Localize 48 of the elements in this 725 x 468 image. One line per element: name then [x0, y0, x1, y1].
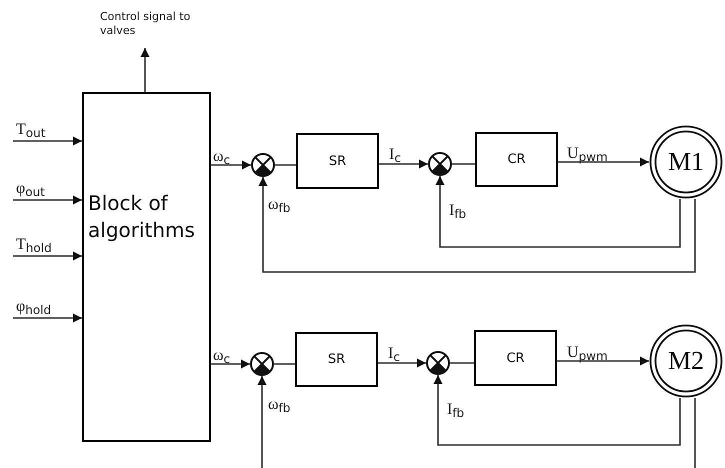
signal-label: I$_{fb}$ [447, 401, 464, 422]
signal-arrow [379, 160, 428, 168]
controller-box: CR [475, 132, 558, 187]
signal-arrow [434, 375, 681, 446]
signal-arrow [258, 177, 696, 273]
signal-arrow [436, 176, 681, 248]
signal-line [694, 398, 696, 468]
signal-label: ω$_{c}$ [213, 148, 230, 169]
signal-label: T$_{hold}$ [16, 236, 52, 257]
signal-label: ω$_{fb}$ [268, 396, 290, 417]
motor-label: M2 [668, 346, 704, 376]
signal-label: U$_{pwm}$ [567, 344, 608, 365]
algorithm-block: Block of algorithms [82, 92, 211, 442]
summing-junction [428, 152, 452, 176]
signal-arrow [13, 314, 82, 322]
signal-arrow [13, 136, 82, 146]
signal-arrow [140, 48, 150, 92]
signal-line [275, 164, 296, 166]
signal-line [452, 163, 475, 165]
signal-arrow [13, 196, 82, 204]
signal-arrow [211, 360, 250, 368]
signal-label: T$_{out}$ [16, 121, 46, 142]
motor-symbol [649, 324, 723, 398]
signal-label: ω$_{fb}$ [268, 196, 290, 217]
signal-label: ω$_{c}$ [213, 347, 230, 368]
motor-symbol [649, 125, 723, 199]
controller-box: SR [295, 332, 378, 387]
controller-box: SR [296, 133, 379, 189]
signal-label: I$_{c}$ [389, 146, 401, 167]
signal-arrow [258, 376, 266, 468]
signal-arrow [211, 160, 251, 170]
motor-label: M1 [668, 147, 704, 177]
signal-line [274, 363, 295, 365]
signal-label: I$_{fb}$ [449, 202, 466, 223]
signal-line [450, 362, 474, 364]
signal-label: φ$_{hold}$ [16, 298, 52, 319]
signal-label: I$_{c}$ [388, 345, 400, 366]
signal-arrow [557, 356, 649, 366]
signal-arrow [378, 358, 426, 368]
summing-junction [251, 153, 275, 177]
signal-arrow [558, 158, 649, 166]
signal-arrow [13, 252, 82, 260]
summing-junction [250, 352, 274, 376]
summing-junction [426, 351, 450, 375]
controller-box: CR [474, 330, 557, 386]
signal-note: Control signal to valves [100, 10, 192, 38]
signal-label: U$_{pwm}$ [567, 145, 608, 166]
signal-label: φ$_{out}$ [16, 180, 45, 201]
